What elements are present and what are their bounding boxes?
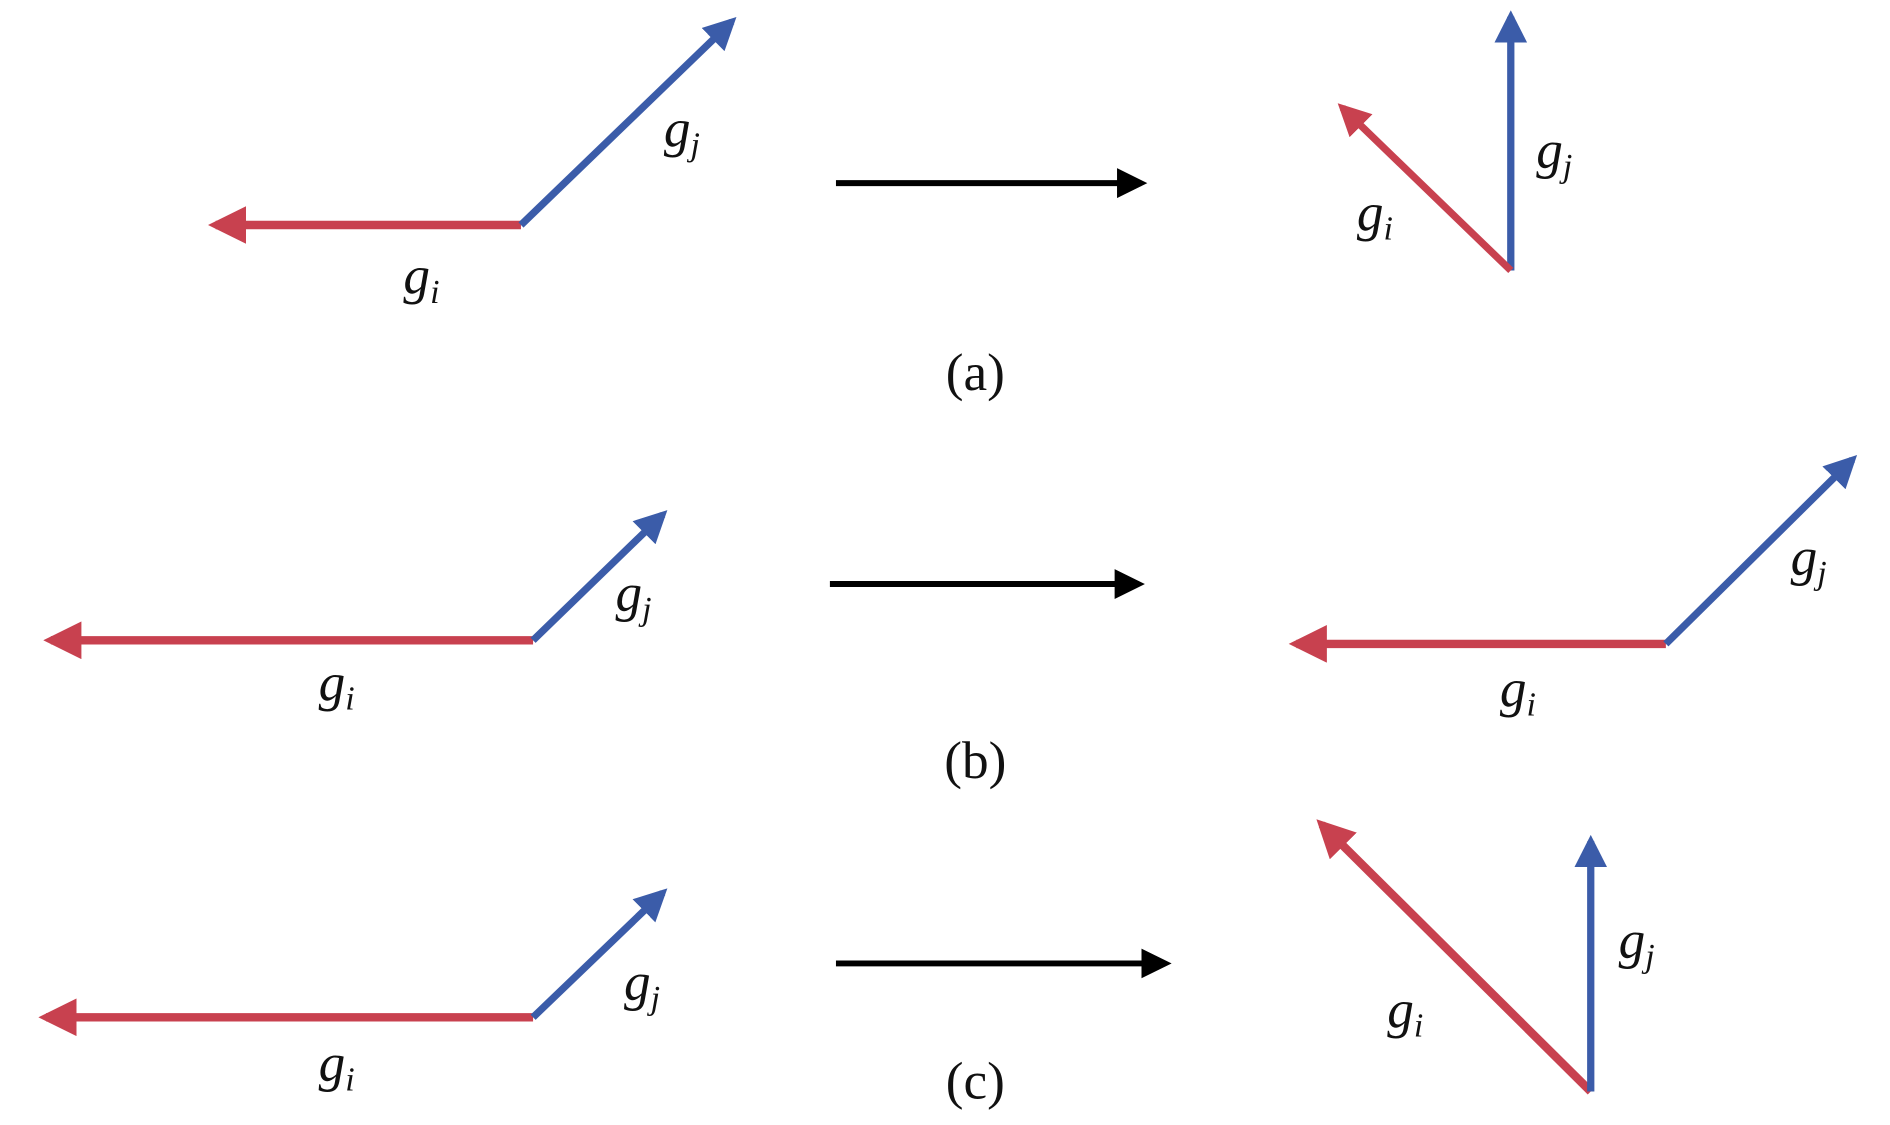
gi-vector-after <box>1337 103 1514 274</box>
gi-label: gi <box>1500 660 1536 723</box>
gi-label: gi <box>319 1035 355 1098</box>
gj-label: gj <box>1619 912 1655 975</box>
panel-c: gi gj gi gj (c) <box>38 819 1655 1111</box>
caption-c: (c) <box>946 1053 1005 1111</box>
gj-label: gj <box>615 565 651 628</box>
panel-a: gi gj gi gj (a) <box>208 10 1572 402</box>
gj-label: gj <box>1536 122 1572 185</box>
gi-label: gi <box>1357 184 1393 247</box>
panel-b: gi gj gi gj (b) <box>43 455 1858 790</box>
gj-vector-before <box>530 888 668 1020</box>
caption-b: (b) <box>944 732 1006 790</box>
gj-vector-after <box>1663 455 1858 647</box>
gj-label: gj <box>664 100 700 163</box>
gj-vector-before <box>530 510 668 643</box>
caption-a: (a) <box>946 344 1005 402</box>
gj-label: gj <box>624 954 660 1017</box>
gj-label: gj <box>1791 529 1827 592</box>
gi-label: gi <box>319 654 355 717</box>
gi-label: gi <box>403 248 439 311</box>
gi-vector-after <box>1316 819 1594 1095</box>
gj-vector-before <box>518 17 737 228</box>
gi-label: gi <box>1387 981 1423 1044</box>
